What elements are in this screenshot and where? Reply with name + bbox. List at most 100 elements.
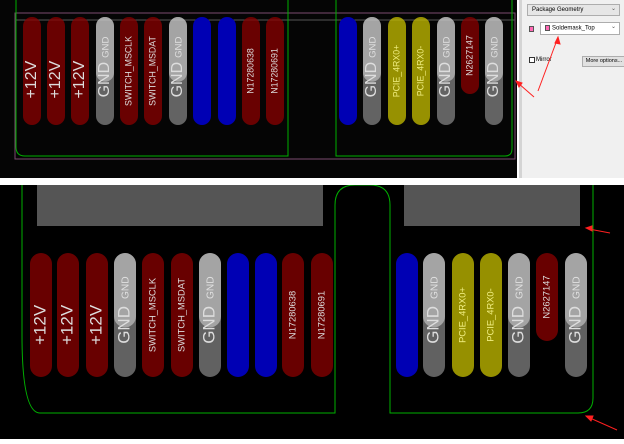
pad: [461, 17, 479, 94]
pad-label: PCIE_4RX0-: [415, 46, 425, 96]
layer-select[interactable]: Soldemask_Top ⌄: [540, 22, 620, 35]
pad-overlay: [508, 253, 530, 328]
pad-label: PCIE_4RX0+: [457, 287, 467, 343]
pad-label: GND: [485, 62, 502, 98]
pad-label: N17280638: [245, 48, 255, 94]
pad-label: N17280691: [269, 48, 279, 94]
pad-label: SWITCH_MSCLK: [123, 36, 133, 106]
layer-select-value: Soldemask_Top: [552, 25, 595, 32]
pad-label: +12V: [47, 60, 64, 98]
pad-overlay: [565, 253, 587, 328]
pad: [388, 17, 406, 125]
arrow-annotation: [589, 417, 618, 431]
layer-color-icon: [545, 25, 550, 31]
pad-sublabel: GND: [442, 37, 453, 58]
pad-label: N17280691: [316, 291, 326, 339]
pad-label: N2627147: [464, 35, 474, 76]
pad-label: GND: [114, 306, 133, 344]
pad: [255, 253, 277, 377]
pad-sublabel: GND: [174, 37, 185, 58]
package-outline: [14, 12, 516, 160]
arrow-annotation: [537, 39, 558, 92]
pad-label: +12V: [86, 304, 105, 345]
pad-label: +12V: [57, 304, 76, 345]
board-outline: [21, 184, 594, 414]
pad-label: GND: [423, 306, 442, 344]
more-options-button[interactable]: More options...: [582, 56, 624, 67]
chevron-down-icon: ⌄: [610, 6, 616, 12]
pad-label: SWITCH_MSCLK: [147, 277, 157, 352]
pad-label: SWITCH_MSDAT: [147, 36, 157, 106]
checkbox-box[interactable]: [529, 57, 535, 63]
pad: [266, 17, 284, 125]
pad-label: +12V: [71, 60, 88, 98]
pad-label: GND: [363, 62, 380, 98]
pcb-view-top[interactable]: +12V +12V +12V GND GND SWITCH_MSCLK SWITCH_MSD…: [0, 0, 517, 178]
pad: [396, 253, 418, 377]
geometry-select-value: Package Geometry: [532, 7, 584, 13]
geometry-select[interactable]: Package Geometry ⌄: [527, 4, 620, 16]
pad: [311, 253, 333, 377]
pad-sublabel: GND: [490, 37, 501, 58]
pad-label: PCIE_4RX0+: [391, 45, 401, 98]
pad-overlay: [423, 253, 445, 328]
pad: [242, 17, 260, 125]
pad: [452, 253, 474, 377]
pad-label: +12V: [23, 60, 40, 98]
pad: [412, 17, 430, 125]
pad-label: GND: [169, 62, 186, 98]
pad-sublabel: GND: [430, 276, 441, 299]
pad: [193, 17, 211, 125]
pad-sublabel: GND: [515, 276, 526, 299]
chevron-down-icon: ⌄: [610, 24, 616, 30]
pad-overlay: [437, 17, 455, 82]
pad-label: N17280638: [287, 291, 297, 339]
properties-panel: Package Geometry⌄ Soldemask_Top⌄ Mirror …: [519, 0, 624, 178]
pad-sublabel: GND: [572, 276, 583, 299]
board-outline: [15, 0, 513, 157]
pad: [218, 17, 236, 125]
pad: [144, 17, 162, 125]
mirror-checkbox[interactable]: Mirror: [529, 57, 552, 63]
pad-label: GND: [508, 306, 527, 344]
pcb-canvas-top[interactable]: +12V +12V +12V GND GND SWITCH_MSCLK SWITCH_MSD…: [0, 0, 517, 178]
pad: [480, 253, 502, 377]
pad-sublabel: GND: [121, 276, 132, 299]
pad-overlay: [169, 17, 187, 82]
pad: [57, 253, 79, 377]
pad: [171, 253, 193, 377]
layer-color-swatch[interactable]: [529, 26, 534, 32]
pad: [282, 253, 304, 377]
pad-overlay: [96, 17, 114, 82]
pad: [30, 253, 52, 377]
pad: [120, 17, 138, 125]
pad: [536, 253, 558, 341]
pad-label: GND: [437, 62, 454, 98]
pad: [339, 17, 357, 125]
pad-label: GND: [565, 306, 584, 344]
pad-label: SWITCH_MSDAT: [176, 278, 186, 352]
pad-overlay: [485, 17, 503, 82]
pad-overlay: [199, 253, 221, 328]
pad-label: N2627147: [541, 275, 551, 318]
pad-label: PCIE_4RX0-: [485, 288, 495, 342]
pad-overlay: [363, 17, 381, 82]
mirror-label: Mirror: [536, 57, 552, 63]
pad-sublabel: GND: [206, 276, 217, 299]
pad-label: GND: [96, 62, 113, 98]
pad: [227, 253, 249, 377]
component-body: [37, 185, 323, 226]
pad-label: GND: [199, 306, 218, 344]
pad: [47, 17, 65, 125]
pad: [23, 17, 41, 125]
pad: [142, 253, 164, 377]
pad-overlay: [114, 253, 136, 328]
pad-sublabel: GND: [368, 37, 379, 58]
pad: [71, 17, 89, 125]
pad: [86, 253, 108, 377]
component-body: [404, 185, 580, 226]
pad-sublabel: GND: [101, 37, 112, 58]
